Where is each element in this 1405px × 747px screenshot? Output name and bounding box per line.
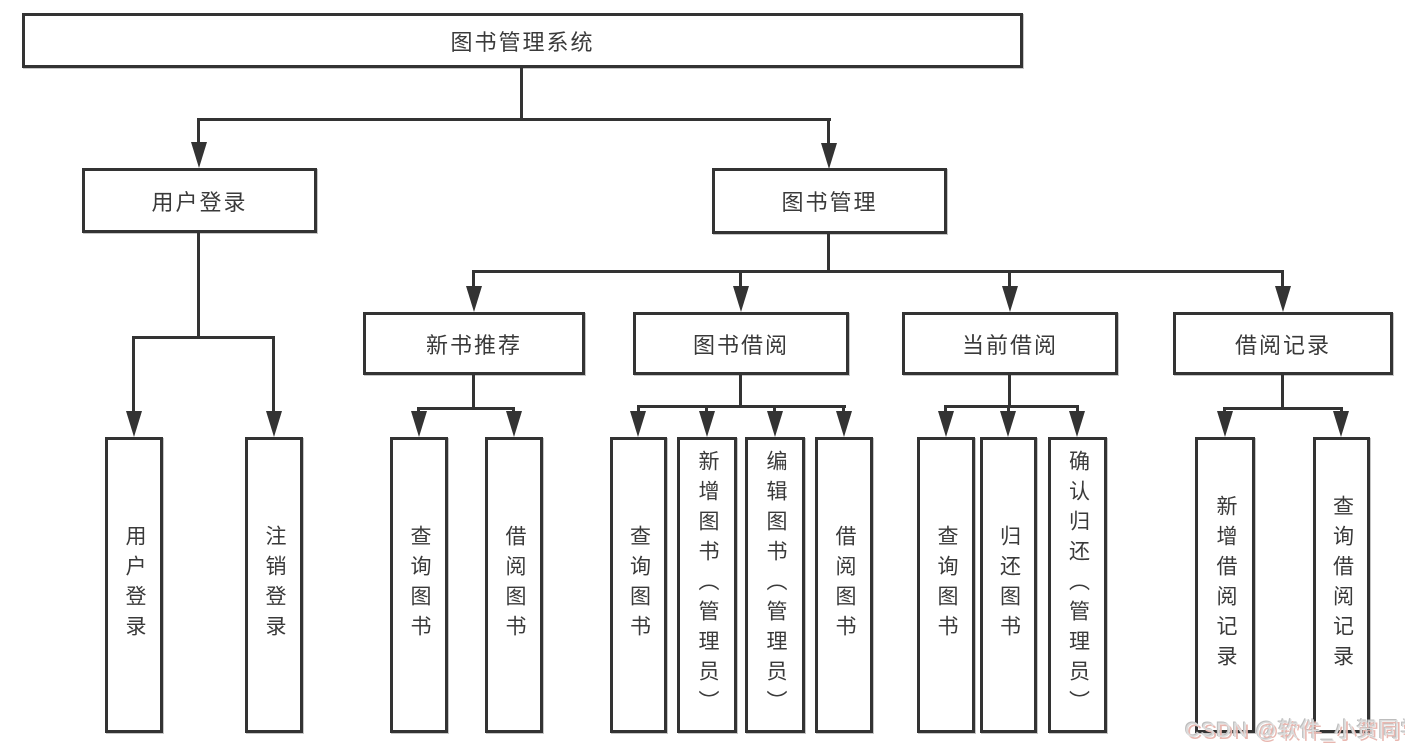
leaf-node-add-borrow-record: 新增借阅记录 (1195, 437, 1255, 733)
arrow-down-icon (1069, 411, 1085, 437)
connector-records-stem (1281, 375, 1284, 407)
node-label: 新增借阅记录 (1214, 495, 1238, 675)
node-label: 查询图书 (408, 525, 432, 645)
node-label: 借阅图书 (503, 525, 527, 645)
connector-recommend-stem (472, 375, 475, 407)
node-label: 借阅记录 (1234, 332, 1331, 358)
node-label: 归还图书 (997, 525, 1021, 645)
connector-user-login-stem (197, 232, 200, 336)
connector-root-bus (198, 118, 831, 121)
leaf-node-add-books-admin: 新增图书（管理员） (677, 437, 737, 733)
connector-to-level3 (1008, 270, 1011, 288)
connector-to-user-login (197, 118, 200, 144)
arrow-down-icon (1275, 286, 1291, 312)
arrow-down-icon (1333, 411, 1349, 437)
arrow-down-icon (466, 286, 482, 312)
arrow-down-icon (266, 411, 282, 437)
connector-to-leaf (842, 405, 845, 413)
arrow-down-icon (126, 411, 142, 437)
leaf-node-user-login: 用户登录 (105, 437, 163, 733)
leaf-node-borrow-books: 借阅图书 (485, 437, 543, 733)
connector-book-management-bus (472, 270, 1284, 273)
connector-to-leaf (1076, 405, 1079, 413)
connector-borrow-stem (739, 375, 742, 405)
leaf-node-query-borrow-record: 查询借阅记录 (1313, 437, 1370, 733)
connector-book-management-stem (827, 234, 830, 270)
node-label: 新增图书（管理员） (696, 450, 720, 720)
node-user-login: 用户登录 (82, 168, 317, 233)
node-label: 当前借阅 (961, 332, 1058, 358)
connector-to-leaf (272, 336, 275, 413)
arrow-down-icon (191, 142, 207, 168)
node-label: 编辑图书（管理员） (764, 450, 788, 720)
node-label: 注销登录 (263, 525, 287, 645)
connector-to-level3 (739, 270, 742, 288)
node-library-management-system: 图书管理系统 (22, 13, 1023, 68)
node-book-borrowing: 图书借阅 (633, 312, 849, 375)
node-label: 新书推荐 (425, 332, 522, 358)
arrow-down-icon (1217, 411, 1233, 437)
arrow-down-icon (1002, 286, 1018, 312)
connector-recommend-bus (417, 407, 515, 410)
arrow-down-icon (938, 411, 954, 437)
leaf-node-confirm-return-admin: 确认归还（管理员） (1048, 437, 1107, 733)
leaf-node-query-books: 查询图书 (610, 437, 667, 733)
node-label: 查询图书 (935, 525, 959, 645)
node-label: 借阅图书 (833, 525, 857, 645)
arrow-down-icon (836, 411, 852, 437)
connector-borrow-bus (637, 405, 846, 408)
node-label: 查询图书 (627, 525, 651, 645)
connector-to-leaf (944, 405, 947, 413)
connector-root-stem (520, 68, 523, 118)
leaf-node-return-books: 归还图书 (980, 437, 1037, 733)
arrow-down-icon (506, 411, 522, 437)
connector-user-login-bus (132, 336, 275, 339)
arrow-down-icon (630, 411, 646, 437)
node-current-borrowing: 当前借阅 (902, 312, 1118, 375)
arrow-down-icon (411, 411, 427, 437)
leaf-node-query-books: 查询图书 (390, 437, 448, 733)
arrow-down-icon (699, 411, 715, 437)
arrow-down-icon (733, 286, 749, 312)
connector-to-leaf (637, 405, 640, 413)
leaf-node-edit-books-admin: 编辑图书（管理员） (745, 437, 805, 733)
node-label: 确认归还（管理员） (1066, 450, 1090, 720)
node-label: 图书管理系统 (450, 29, 595, 55)
leaf-node-query-books: 查询图书 (917, 437, 975, 733)
watermark: CSDN @软件_小贺同学 (1185, 719, 1405, 742)
connector-to-leaf (773, 405, 776, 413)
arrow-down-icon (767, 411, 783, 437)
connector-to-book-management (827, 118, 830, 144)
node-label: 图书借阅 (692, 332, 789, 358)
arrow-down-icon (1000, 411, 1016, 437)
connector-to-leaf (132, 336, 135, 413)
leaf-node-logout: 注销登录 (245, 437, 303, 733)
node-book-management: 图书管理 (712, 168, 947, 234)
leaf-node-borrow-books: 借阅图书 (815, 437, 873, 733)
node-label: 用户登录 (151, 189, 248, 215)
node-borrowing-records: 借阅记录 (1173, 312, 1393, 375)
connector-to-level3 (1281, 270, 1284, 288)
connector-current-stem (1008, 375, 1011, 405)
connector-to-level3 (472, 270, 475, 288)
node-label: 查询借阅记录 (1330, 495, 1354, 675)
connector-current-bus (944, 405, 1078, 408)
arrow-down-icon (821, 143, 837, 169)
connector-to-leaf (1007, 405, 1010, 413)
connector-records-bus (1223, 407, 1343, 410)
node-new-book-recommendation: 新书推荐 (363, 312, 585, 375)
node-label: 用户登录 (123, 525, 147, 645)
connector-to-leaf (705, 405, 708, 413)
node-label: 图书管理 (781, 190, 878, 215)
